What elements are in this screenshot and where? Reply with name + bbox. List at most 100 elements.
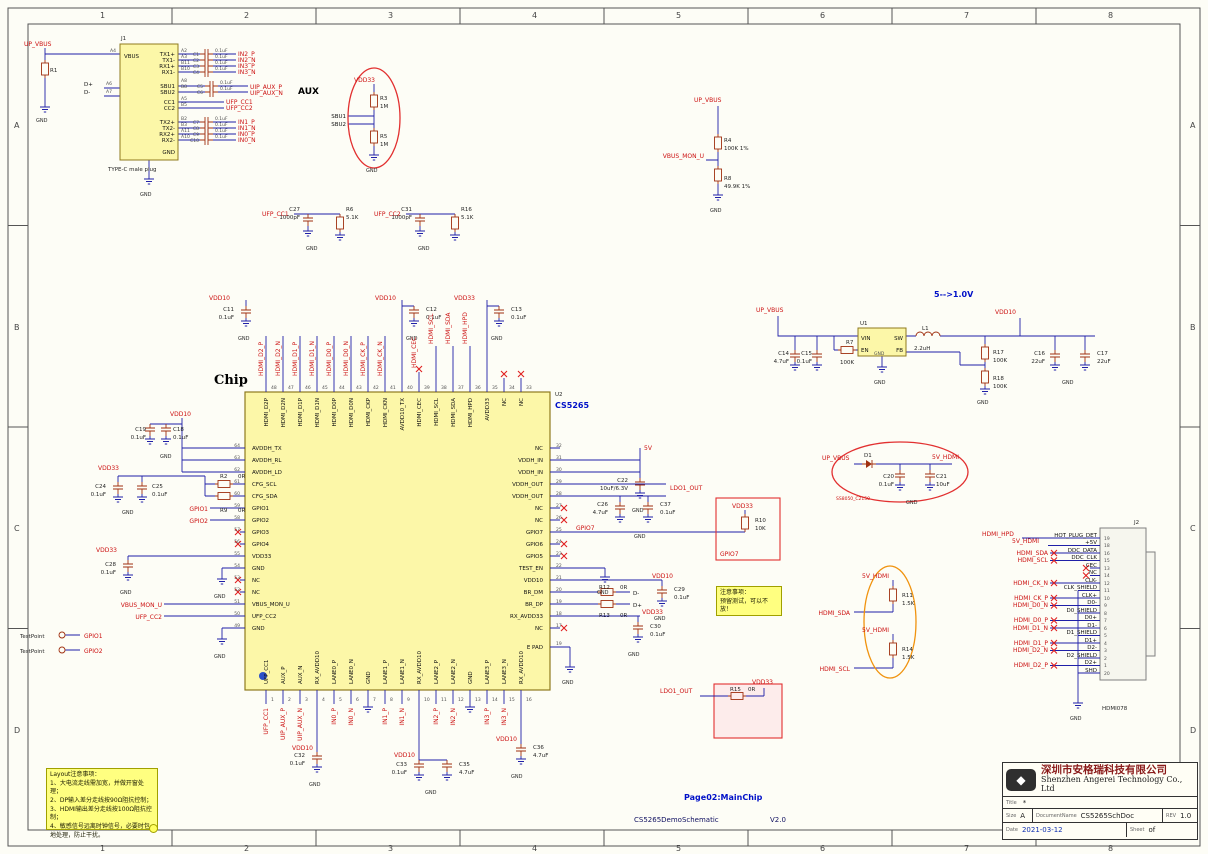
chip_left-text[interactable]: 59 xyxy=(234,503,240,509)
chip_right_ext-text[interactable]: GND xyxy=(597,590,609,596)
chip_top-text[interactable]: 34 xyxy=(509,385,515,391)
chip_top-text[interactable]: HDMI_D0N xyxy=(349,398,355,427)
chip_right-text[interactable]: BR_DM xyxy=(524,590,544,596)
typec-body[interactable] xyxy=(119,43,179,161)
hdmi_conn-text[interactable]: D0+ xyxy=(1085,615,1098,621)
cc-text[interactable]: UFP_CC1 xyxy=(262,211,289,218)
chip_right-text[interactable]: 19 xyxy=(556,599,562,605)
cc-text[interactable]: GND xyxy=(306,246,318,252)
testpoint-tp2[interactable] xyxy=(58,646,66,654)
gpio7_box-text[interactable]: 10K xyxy=(755,526,766,532)
chip_right_ext-text[interactable]: 0R xyxy=(620,613,627,619)
typec-text[interactable]: UIP_AUX_N xyxy=(250,90,283,97)
sbu-text[interactable]: SBU2 xyxy=(331,122,346,128)
chip_left-text[interactable]: 61 xyxy=(234,479,240,485)
chip_right-text[interactable]: TEST_EN xyxy=(518,566,543,572)
chip_right_ext-text[interactable]: GND xyxy=(628,652,640,658)
pullups-text[interactable]: R11 xyxy=(902,593,913,599)
chip_left_ext-text[interactable]: 0.1uF xyxy=(173,435,188,441)
chip_left_ext-text[interactable]: GPIO2 xyxy=(189,518,208,525)
chip_bottom-text[interactable]: AUX_N xyxy=(298,666,304,684)
chip_right_ext-text[interactable]: GND xyxy=(562,680,574,686)
hdmi_conn-text[interactable]: HDMI_D2_N xyxy=(1013,647,1048,654)
hdmi_conn-text[interactable]: HDMI_SCL xyxy=(1018,557,1049,564)
hdmi_conn-text[interactable]: HDMI_D1_N xyxy=(1013,625,1048,632)
chip_left-text[interactable]: AVDDH_TX xyxy=(252,446,282,452)
hdmi_conn-text[interactable]: CLK+ xyxy=(1082,593,1098,599)
chip_top-text[interactable]: NC xyxy=(519,398,525,406)
chip_left-text[interactable]: NC xyxy=(252,590,260,596)
typec-text[interactable]: A6 xyxy=(106,81,112,87)
typec-text[interactable]: A2 xyxy=(181,48,187,54)
chip_bottom_ext-text[interactable]: IN2_N xyxy=(450,708,457,726)
chip_bottom-text[interactable]: LANE3_P xyxy=(485,659,491,684)
chip_right-text[interactable]: 17 xyxy=(556,623,562,629)
typec-text[interactable]: B5 xyxy=(181,102,187,108)
dcdc-text[interactable]: GND xyxy=(1062,380,1074,386)
hdmi_conn-text[interactable]: NC xyxy=(1089,570,1097,576)
hdmi_conn-text[interactable]: GND xyxy=(1070,716,1082,722)
chip_bottom-text[interactable]: 8 xyxy=(390,697,393,703)
sbu-pull-resistors[interactable] xyxy=(347,67,401,169)
hdmi_conn-text[interactable]: 6 xyxy=(1104,626,1107,632)
hdmi_conn-text[interactable]: HDMI_CK_N xyxy=(1013,580,1048,587)
chip_top-text[interactable]: 36 xyxy=(475,385,481,391)
chip_right_ext-text[interactable]: GND xyxy=(632,508,644,514)
typec-text[interactable]: AUX xyxy=(298,87,319,97)
chip_bottom_ext-text[interactable]: GND xyxy=(309,782,321,788)
typec-text[interactable]: GND xyxy=(162,150,175,156)
chip_top_ext-text[interactable]: HDMI_D0_P xyxy=(326,341,333,376)
dcdc-text[interactable]: R17 xyxy=(993,350,1004,356)
chip_right_ext-text[interactable]: GPIO7 xyxy=(576,525,595,532)
chip_top_ext-text[interactable]: GND xyxy=(491,336,503,342)
chip_right_ext-text[interactable]: C22 xyxy=(617,478,628,484)
hdmi_conn-text[interactable]: SHD xyxy=(1085,668,1097,674)
dcdc-text[interactable]: C16 xyxy=(1034,351,1045,357)
cc-text[interactable]: UFP_CC2 xyxy=(374,211,401,218)
chip_bottom_ext-text[interactable]: UIP_AUX_N xyxy=(297,708,304,741)
chip_right_ext-text[interactable]: C37 xyxy=(660,502,671,508)
chip_left-text[interactable]: 53 xyxy=(234,575,240,581)
chip_right-text[interactable]: VDD10 xyxy=(524,578,544,584)
chip-bottom-circuits[interactable] xyxy=(265,690,527,781)
chip_left_ext-text[interactable]: C18 xyxy=(173,427,184,433)
chip_top-text[interactable]: 44 xyxy=(339,385,345,391)
chip_top-text[interactable]: 38 xyxy=(441,385,447,391)
typec-text[interactable]: TX1+ xyxy=(159,52,176,58)
chip_right-text[interactable]: 26 xyxy=(556,515,562,521)
chip_left_ext-text[interactable]: GND xyxy=(120,590,132,596)
hdmi_5v-text[interactable]: GND xyxy=(906,500,918,506)
chip_bottom_ext-text[interactable]: GND xyxy=(425,790,437,796)
sbu-text[interactable]: SBU1 xyxy=(331,114,346,120)
chip_top_ext-text[interactable]: HDMI_CK_N xyxy=(377,341,384,376)
chip_right-text[interactable]: RX_AVDD33 xyxy=(510,614,543,620)
hdmi_conn-text[interactable]: HDMI_SDA xyxy=(1016,550,1048,557)
pullups-text[interactable]: HDMI_SDA xyxy=(818,610,850,617)
typec-text[interactable]: C4 xyxy=(193,70,199,76)
chip_right_ext-text[interactable]: C30 xyxy=(650,624,661,630)
chip_bottom-text[interactable]: 1 xyxy=(271,697,274,703)
chip_top-text[interactable]: AVDD10_TX xyxy=(400,398,406,431)
hdmi_5v-text[interactable]: C20 xyxy=(883,474,894,480)
chip_bottom_ext-text[interactable]: UFP_CC1 xyxy=(263,708,270,735)
ldo_box-text[interactable]: VDD33 xyxy=(752,679,773,686)
hdmi_conn-text[interactable]: 11 xyxy=(1104,588,1110,594)
chip_right-text[interactable]: 31 xyxy=(556,455,562,461)
chip_right_ext-text[interactable]: 0.1uF xyxy=(660,510,675,516)
typec-text[interactable]: CC1 xyxy=(164,100,175,106)
chip_left-text[interactable]: GPIO4 xyxy=(252,542,270,548)
chip_left-text[interactable]: GPIO1 xyxy=(252,506,269,512)
dcdc-text[interactable]: VIN xyxy=(861,336,871,342)
chip_right-text[interactable]: NC xyxy=(535,446,543,452)
vbus_div-text[interactable]: GND xyxy=(710,208,722,214)
vbus_div-text[interactable]: 49.9K 1% xyxy=(724,184,750,190)
chip-left-circuits[interactable] xyxy=(58,418,245,654)
chip_top_ext-text[interactable]: VDD10 xyxy=(375,295,396,302)
chip_top-text[interactable]: HDMI_D2N xyxy=(281,398,287,427)
vbus-divider[interactable] xyxy=(706,106,724,201)
chip_left-text[interactable]: GND xyxy=(252,566,265,572)
chip_top-text[interactable]: HDMI_HPD xyxy=(468,398,474,427)
gpio7_box-text[interactable]: GPIO7 xyxy=(720,551,739,558)
hdmi-5v-power[interactable] xyxy=(831,441,969,503)
typec-text[interactable]: RX2+ xyxy=(159,132,175,138)
